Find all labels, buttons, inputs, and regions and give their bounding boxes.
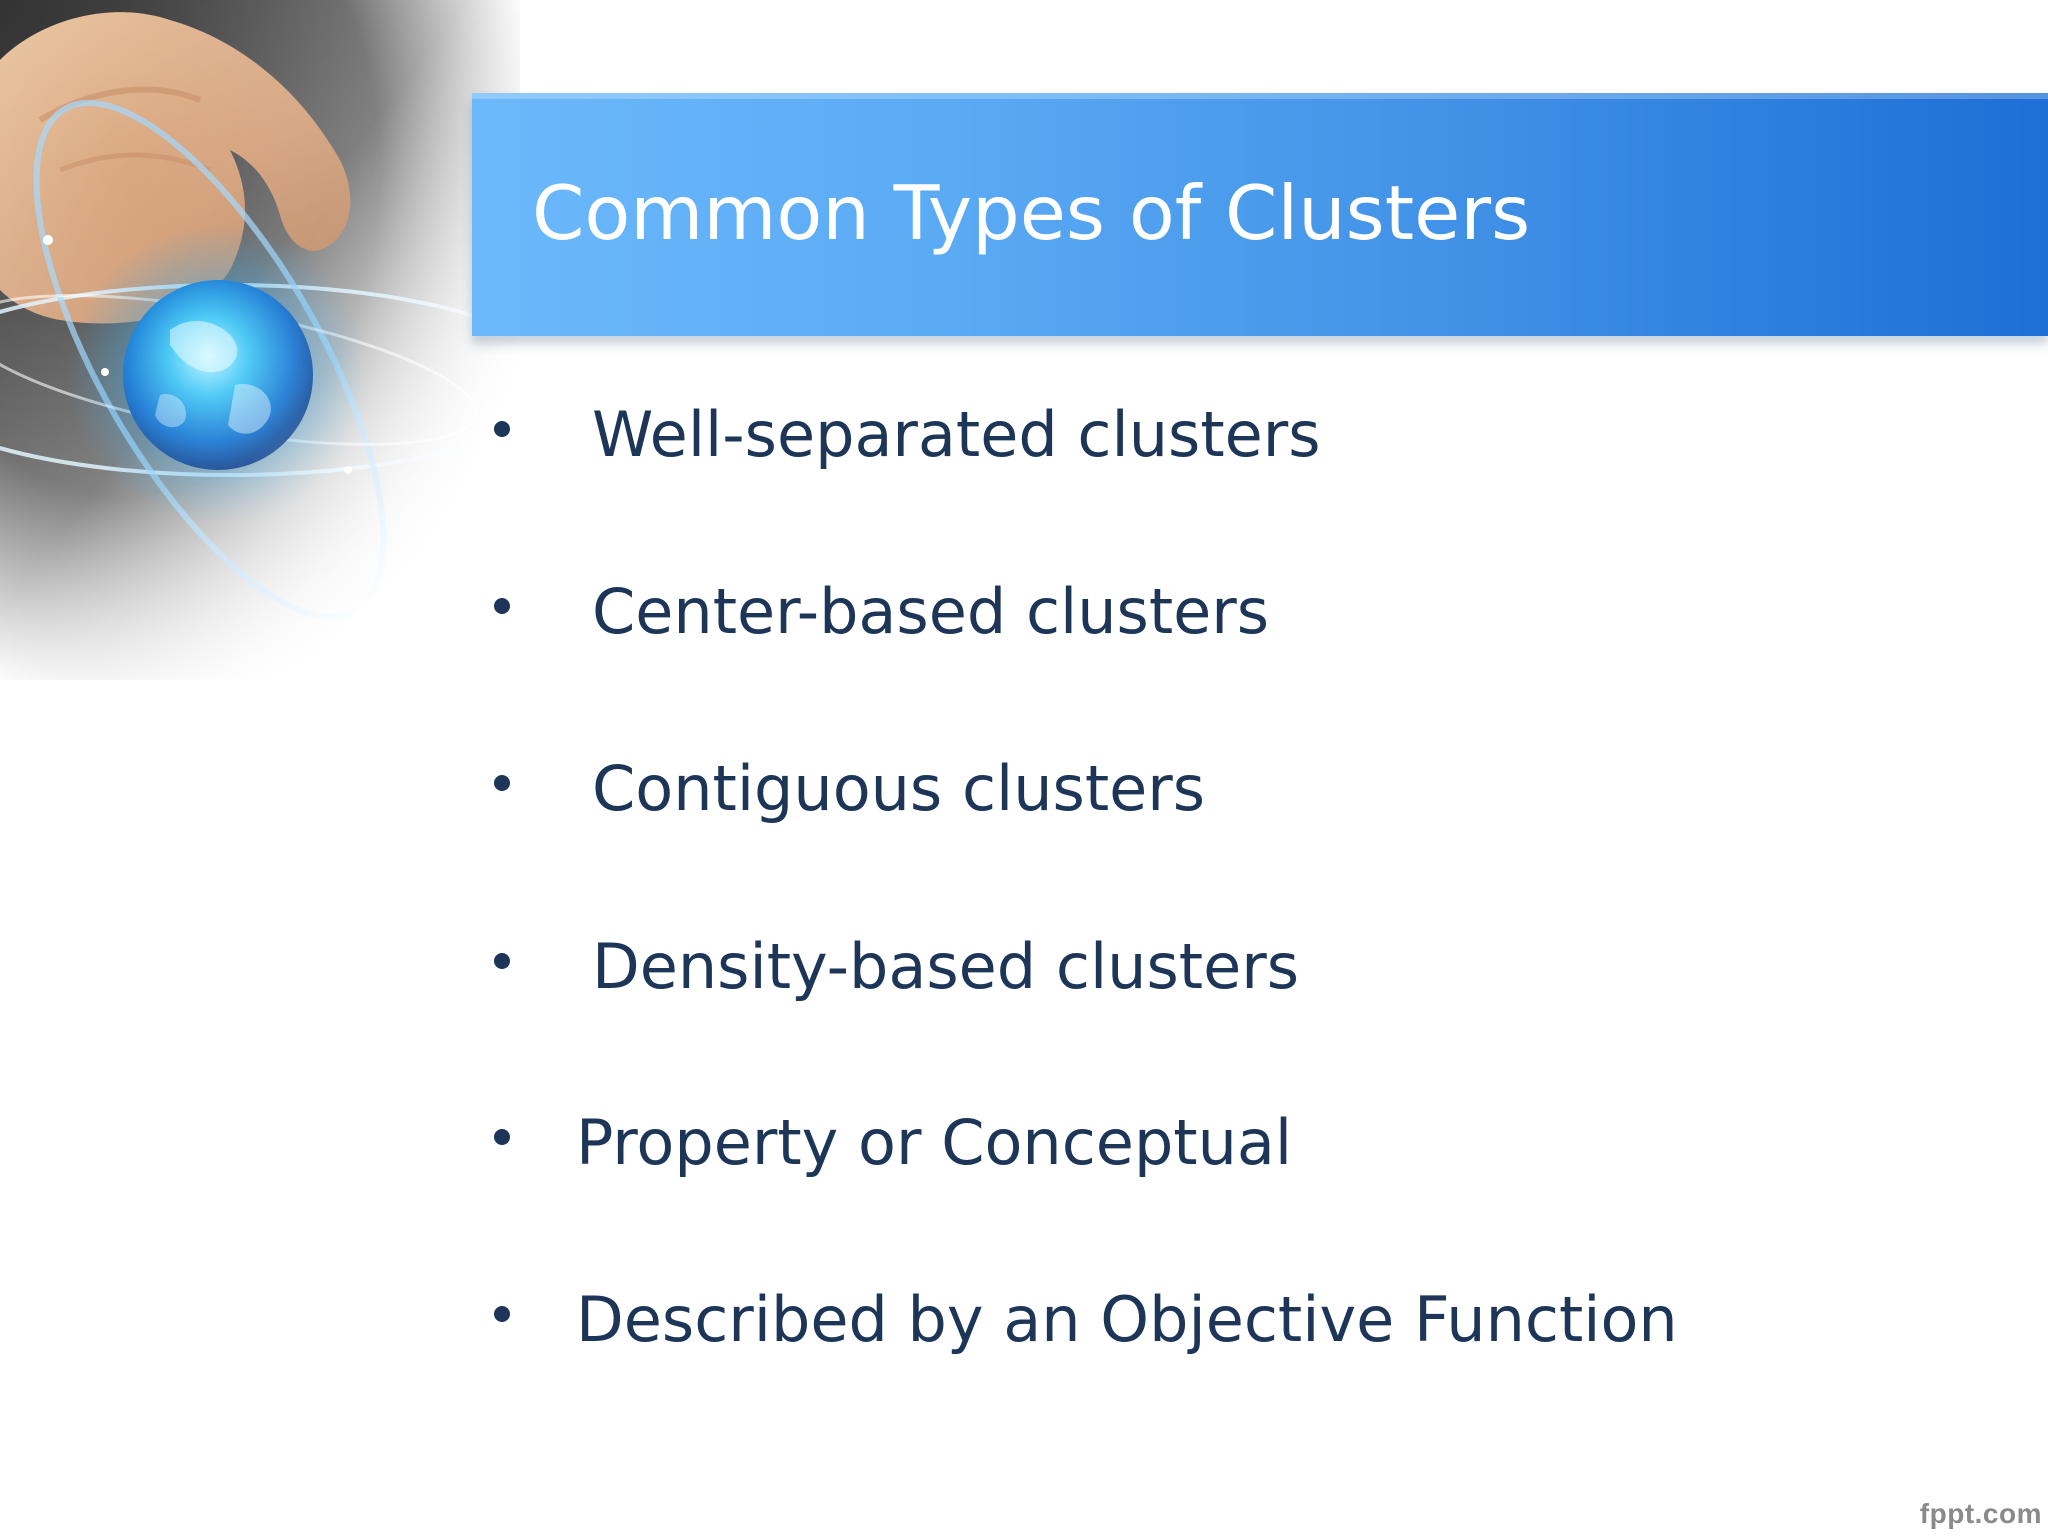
bullet-text: Property or Conceptual [576, 1105, 1293, 1179]
bullet-text: Described by an Objective Function [576, 1282, 1678, 1356]
bullet-icon [494, 420, 510, 437]
list-item: Contiguous clusters [494, 754, 1205, 820]
bullet-icon [494, 597, 510, 614]
bullet-text: Contiguous clusters [592, 751, 1206, 825]
bullet-text: Density-based clusters [592, 929, 1300, 1003]
bullet-icon [494, 1128, 510, 1145]
list-item: Property or Conceptual [494, 1108, 1292, 1174]
slide-title: Common Types of Clusters [532, 169, 1531, 257]
list-item: Described by an Objective Function [494, 1285, 1678, 1351]
title-banner [472, 93, 2048, 336]
bullet-icon [494, 952, 510, 969]
watermark: fppt.com [1919, 1498, 2042, 1529]
bullet-icon [494, 774, 510, 791]
list-item: Density-based clusters [494, 932, 1299, 998]
bullet-icon [494, 1305, 510, 1322]
list-item: Well-separated clusters [494, 400, 1321, 466]
bullet-text: Well-separated clusters [592, 397, 1321, 471]
hand-holding-globe-icon [0, 0, 520, 680]
bullet-text: Center-based clusters [592, 574, 1270, 648]
list-item: Center-based clusters [494, 577, 1269, 643]
